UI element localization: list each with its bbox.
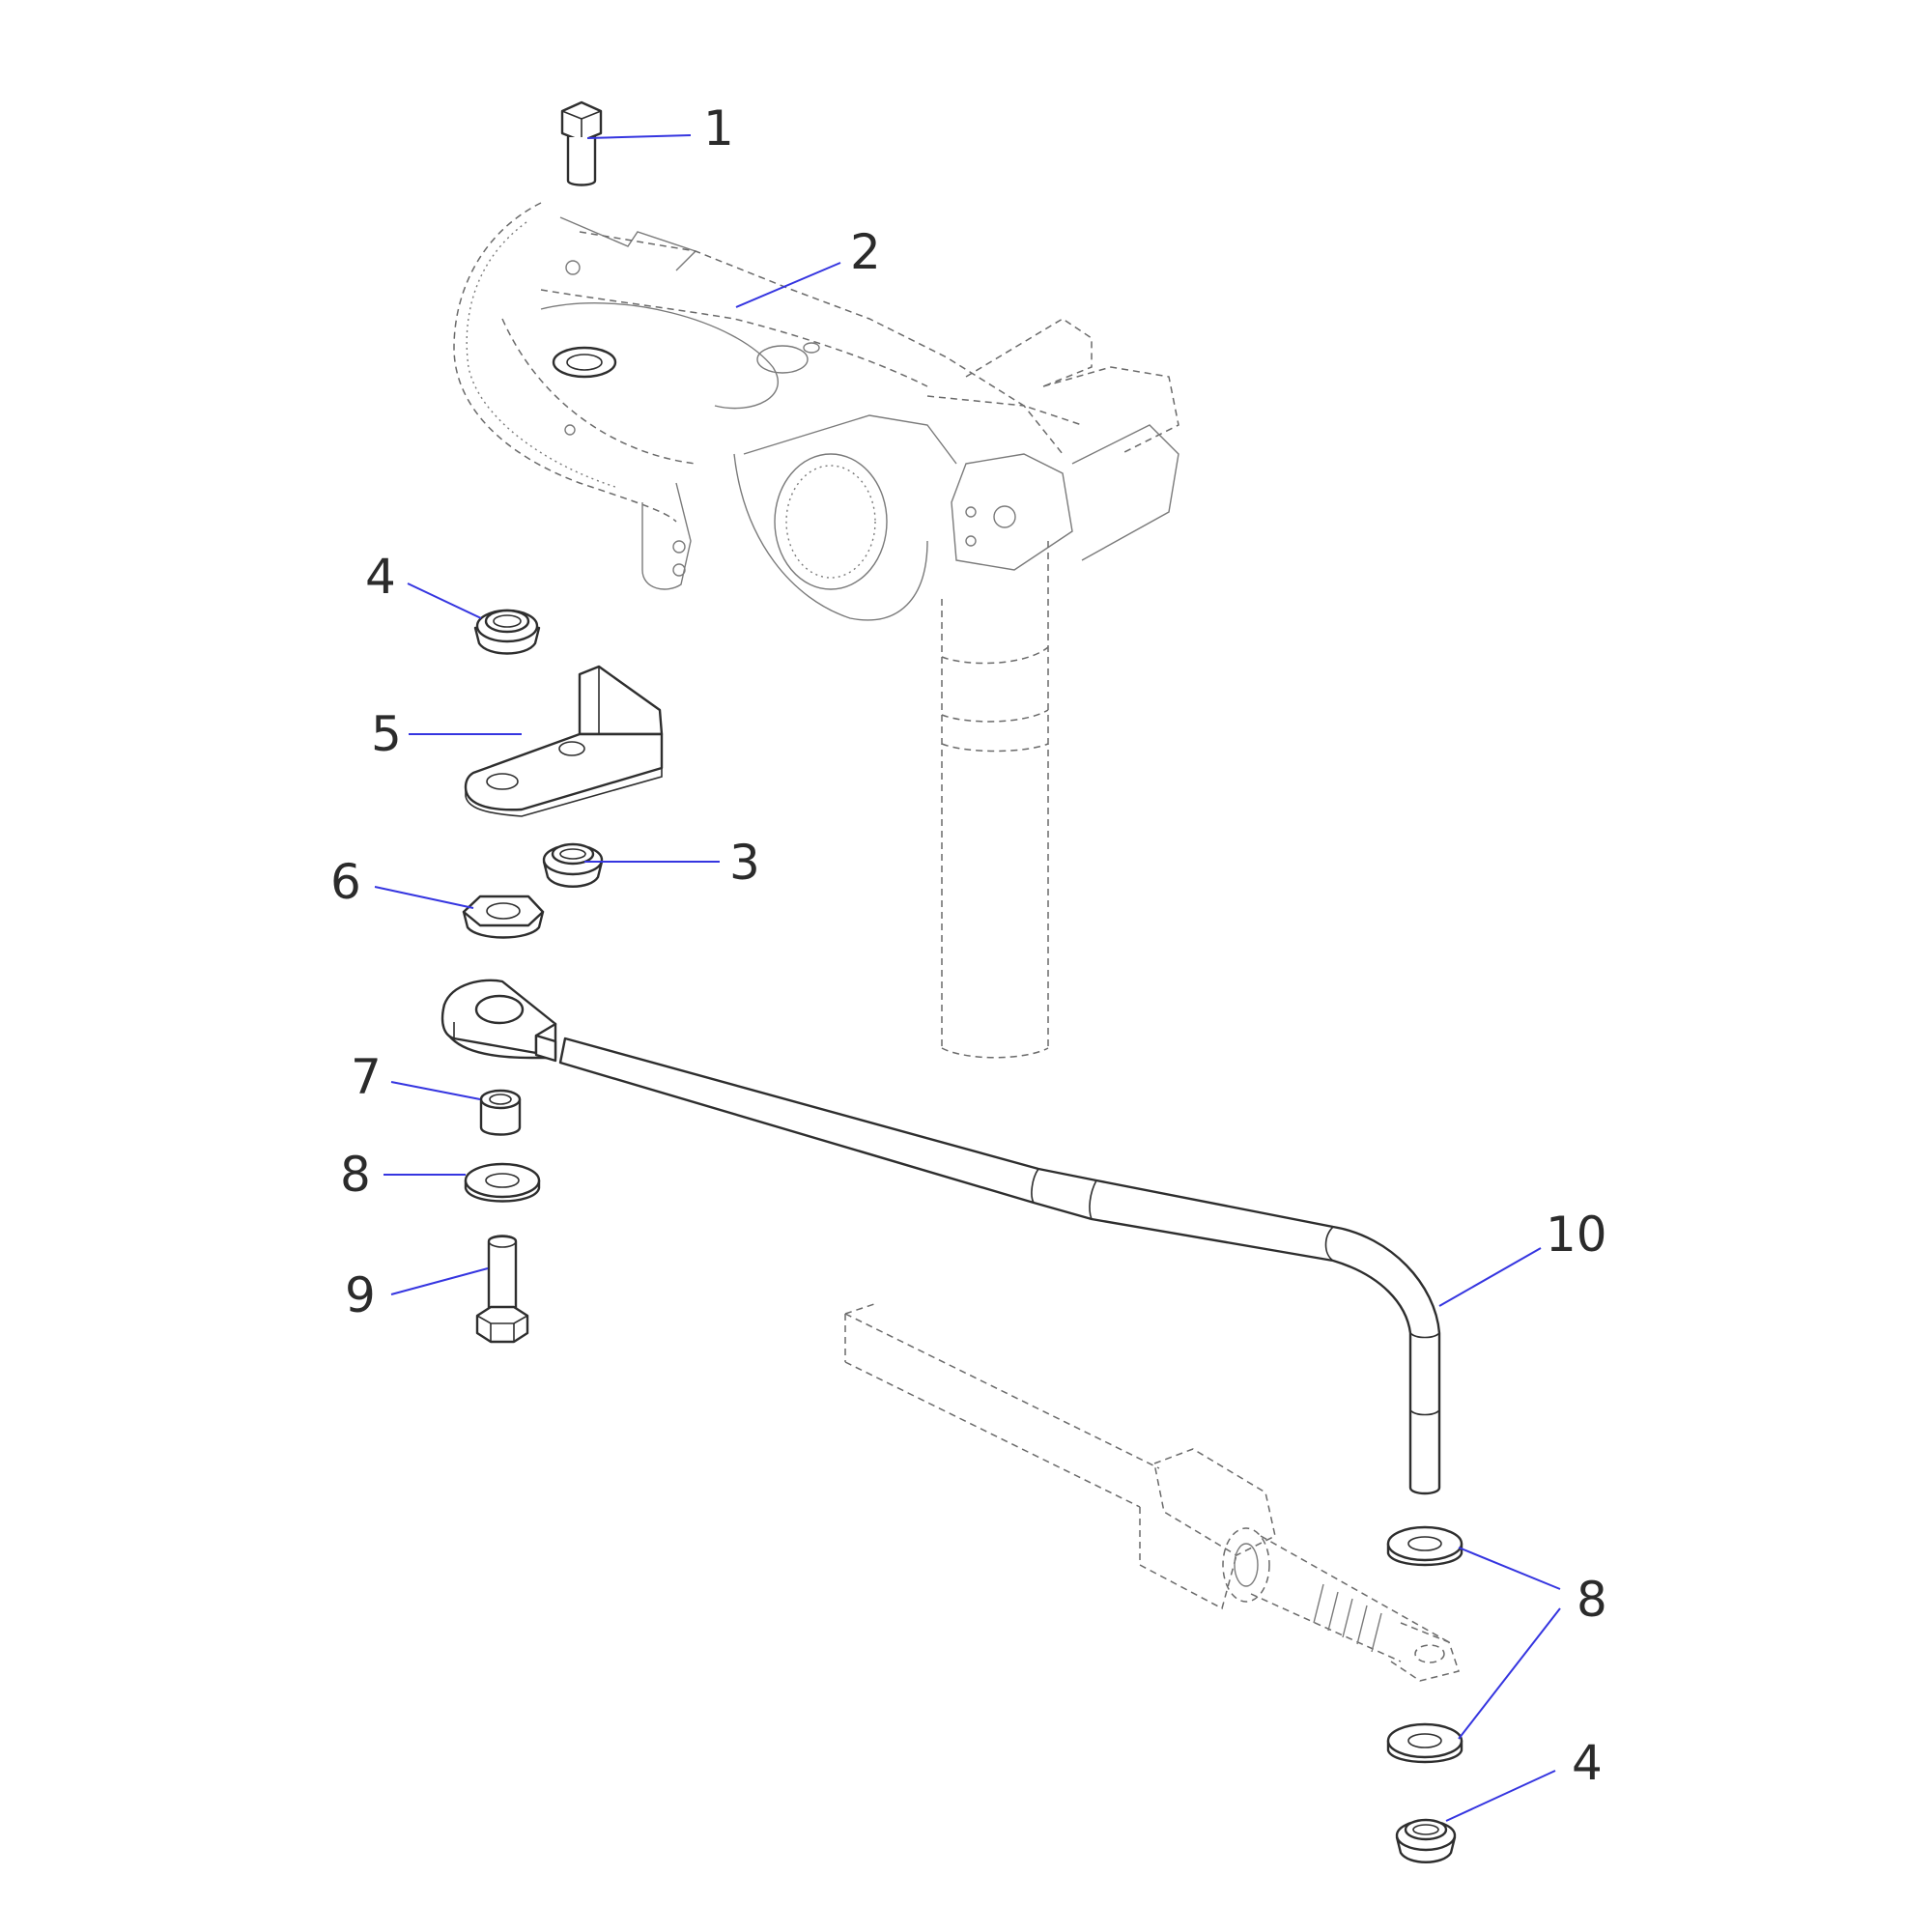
callout-8-right: 8 [1577,1572,1607,1628]
part-7-spacer [479,1089,522,1136]
leader-4-lower [1445,1770,1556,1822]
part-6-hex-nut [462,895,545,939]
part-4-lock-nut-lower [1395,1818,1457,1863]
leader-1 [586,134,692,139]
callout-8-left: 8 [340,1147,371,1203]
part-1-hex-bolt [560,100,603,186]
callout-9: 9 [345,1267,376,1323]
leader-8-right-a [1458,1547,1561,1590]
leader-9 [390,1267,489,1295]
leader-6 [374,886,474,909]
callout-7: 7 [351,1049,382,1105]
callout-6: 6 [330,854,361,910]
part-3-lock-nut [542,842,604,888]
ghost-steering-cable [844,1303,1460,1682]
leader-7 [390,1081,481,1100]
callout-5: 5 [371,706,402,762]
part-5-bracket [464,665,664,817]
leader-2 [735,262,841,308]
part-4-lock-nut-upper [473,609,541,655]
callout-labels: 1 2 4 5 3 6 7 8 9 10 8 4 [330,100,1607,1791]
leader-8-right-b [1458,1607,1561,1740]
callout-3: 3 [729,835,760,891]
callout-1: 1 [703,100,734,156]
callout-4-upper: 4 [365,549,396,605]
callout-2: 2 [850,224,881,280]
leader-10 [1438,1247,1542,1307]
ghost-swivel-bracket [453,202,1179,1059]
callout-10: 10 [1546,1207,1607,1263]
leader-lines [374,134,1561,1822]
leader-4-upper [407,582,482,619]
callout-4-lower: 4 [1572,1735,1603,1791]
part-8-washer-right-lower [1386,1722,1463,1764]
part-9-hex-bolt [475,1235,529,1344]
part-8-washer-left [464,1162,541,1203]
part-8-washer-right-upper [1386,1525,1463,1567]
part-10-link-rod [440,979,1441,1495]
